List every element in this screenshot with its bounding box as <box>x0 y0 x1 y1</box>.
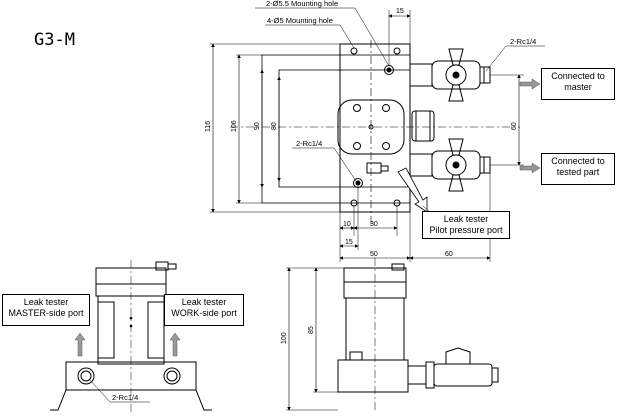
work-side-arrow <box>169 332 181 357</box>
pilot-arrow <box>397 167 428 213</box>
valve-cover <box>337 99 405 155</box>
callout-text: Leak tester <box>443 214 489 224</box>
dim-90: 90 <box>254 122 261 130</box>
callout-text: master <box>564 82 592 92</box>
model-title: G3-M <box>34 30 75 50</box>
callout-text: Pilot pressure port <box>429 225 503 235</box>
pilot-fitting <box>366 162 382 174</box>
mounting-hole-a-label: 2-Ø5.5 Mounting hole <box>266 0 338 8</box>
inner-frame-90 <box>278 69 411 188</box>
callout-pilot-port: Leak tester Pilot pressure port <box>422 211 510 239</box>
master-side-arrow <box>74 332 86 357</box>
callout-work-side: Leak tester WORK-side port <box>164 294 244 326</box>
dim-15-top: 15 <box>396 8 404 15</box>
dim-85: 85 <box>308 326 315 334</box>
side-view <box>286 258 499 412</box>
center-fitting <box>411 110 435 142</box>
callout-connected-master: Connected to master <box>541 68 615 100</box>
dim-106: 106 <box>231 120 238 132</box>
dim-100: 100 <box>281 332 288 344</box>
port-left-label: 2-Rc1/4 <box>296 139 322 148</box>
cover-bolt <box>382 142 390 150</box>
dim-80: 80 <box>271 122 278 130</box>
mounting-hole <box>350 47 358 55</box>
dim-15-bottom: 15 <box>345 239 353 246</box>
callout-text: Leak tester <box>181 297 227 307</box>
dim-60-bottom: 60 <box>445 251 453 258</box>
dim-60-right: 60 <box>511 122 518 130</box>
dim-10: 10 <box>343 221 351 228</box>
leader-port-right <box>485 45 545 72</box>
cover-bolt <box>353 104 361 112</box>
work-valve <box>409 138 491 192</box>
leader-mounting-b <box>265 24 355 49</box>
callout-text: MASTER-side port <box>8 308 84 318</box>
front-port-right <box>163 367 181 385</box>
leader-port-left <box>292 147 357 182</box>
inner-frame-106 <box>261 54 411 204</box>
mounting-hole-b-label: 4-Ø5 Mounting hole <box>267 16 333 25</box>
dim-30: 30 <box>370 221 378 228</box>
tested-out-arrow <box>519 162 541 174</box>
cover-bolt <box>382 104 390 112</box>
pilot-fitting-tip <box>380 165 389 172</box>
cover-bolt <box>353 142 361 150</box>
callout-text: WORK-side port <box>171 308 237 318</box>
mounting-hole-large <box>353 178 363 188</box>
mounting-hole-large <box>355 180 361 186</box>
mounting-hole-large <box>386 67 392 73</box>
callout-text: tested part <box>556 167 600 177</box>
callout-text: Connected to <box>551 71 605 81</box>
front-port-left <box>77 367 95 385</box>
top-view <box>210 7 545 262</box>
leader-front-port <box>89 379 150 403</box>
port-right-label: 2-Rc1/4 <box>510 37 536 46</box>
master-valve <box>409 48 491 102</box>
callout-text: Leak tester <box>23 297 69 307</box>
side-base <box>337 359 409 393</box>
dim-116: 116 <box>205 121 212 132</box>
front-port-label: 2-Rc1/4 <box>112 393 138 402</box>
cover-center <box>368 124 374 130</box>
callout-master-side: Leak tester MASTER-side port <box>2 294 90 326</box>
leader-mounting-a <box>255 7 390 67</box>
mounting-hole <box>393 47 401 55</box>
callout-text: Connected to <box>551 156 605 166</box>
callout-connected-tested: Connected to tested part <box>541 153 615 185</box>
front-view <box>50 260 212 415</box>
master-out-arrow <box>519 78 541 90</box>
dim-50: 50 <box>370 251 378 258</box>
